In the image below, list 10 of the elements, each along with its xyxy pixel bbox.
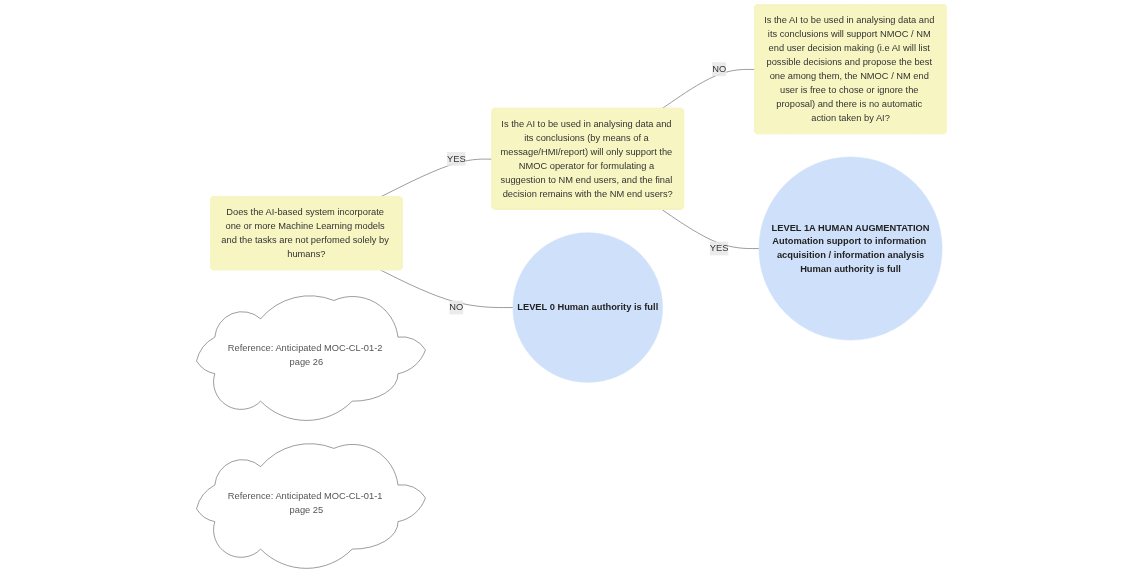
edge-label: NO (449, 302, 464, 313)
edge-label: YES (447, 153, 466, 164)
connector (661, 209, 760, 249)
edge-label: NO (712, 63, 727, 74)
connector (661, 69, 756, 109)
node-circle: LEVEL 1A HUMAN AUGMENTATION Automation support to information acquisition / information analysis Human authority is full (758, 156, 943, 341)
connector (380, 158, 493, 198)
edge-label: YES (709, 243, 729, 254)
connector (380, 269, 514, 308)
node-circle: LEVEL 0 Human authority is full (512, 232, 663, 383)
